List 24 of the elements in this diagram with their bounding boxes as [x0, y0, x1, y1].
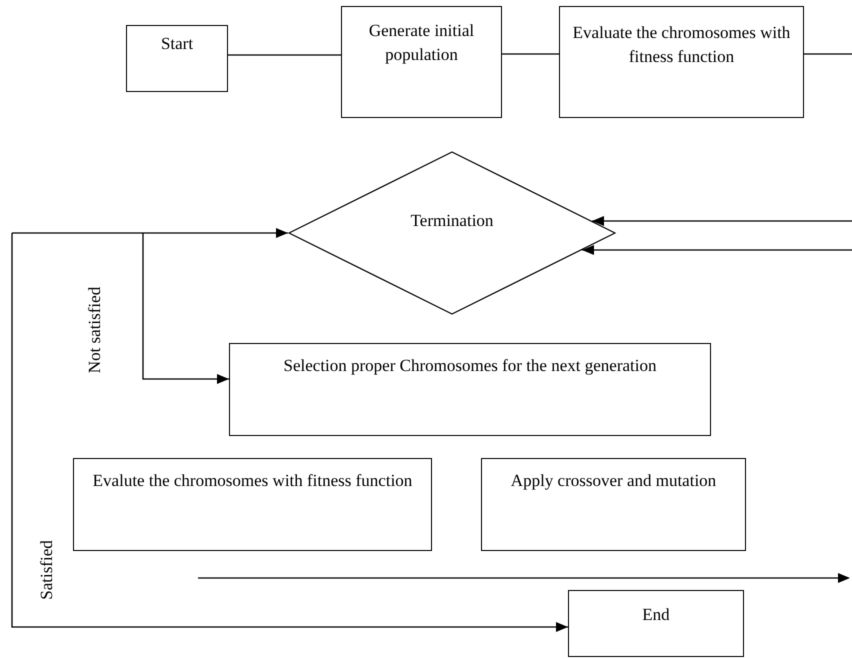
node-text: Evaluate the chromosomes with fitness function: [572, 22, 792, 68]
arrow: [11, 233, 568, 632]
process-box: [341, 6, 502, 118]
decision-diamond: [288, 151, 616, 315]
node-text: Selection proper Chromosomes for the next generation: [284, 355, 656, 377]
process-box: [559, 6, 804, 118]
node-text: Generate initial population: [368, 20, 476, 66]
process-box: [73, 458, 432, 551]
process-box: [126, 25, 228, 92]
node-text: End: [642, 604, 670, 626]
node-text: Termination: [410, 210, 494, 232]
node-text: Apply crossover and mutation: [510, 470, 716, 492]
process-box: [481, 458, 746, 551]
node-text: Evalute the chromosomes with fitness function: [92, 470, 412, 492]
arrow: [142, 233, 229, 384]
arrow: [582, 245, 852, 255]
connector-line: [502, 53, 559, 55]
process-box: [568, 590, 744, 657]
connector-line: [804, 53, 852, 55]
process-box: [229, 343, 711, 436]
arrow: [592, 216, 852, 226]
node-text: Start: [160, 33, 194, 55]
connector-line: [228, 54, 341, 56]
arrow: [12, 228, 288, 238]
